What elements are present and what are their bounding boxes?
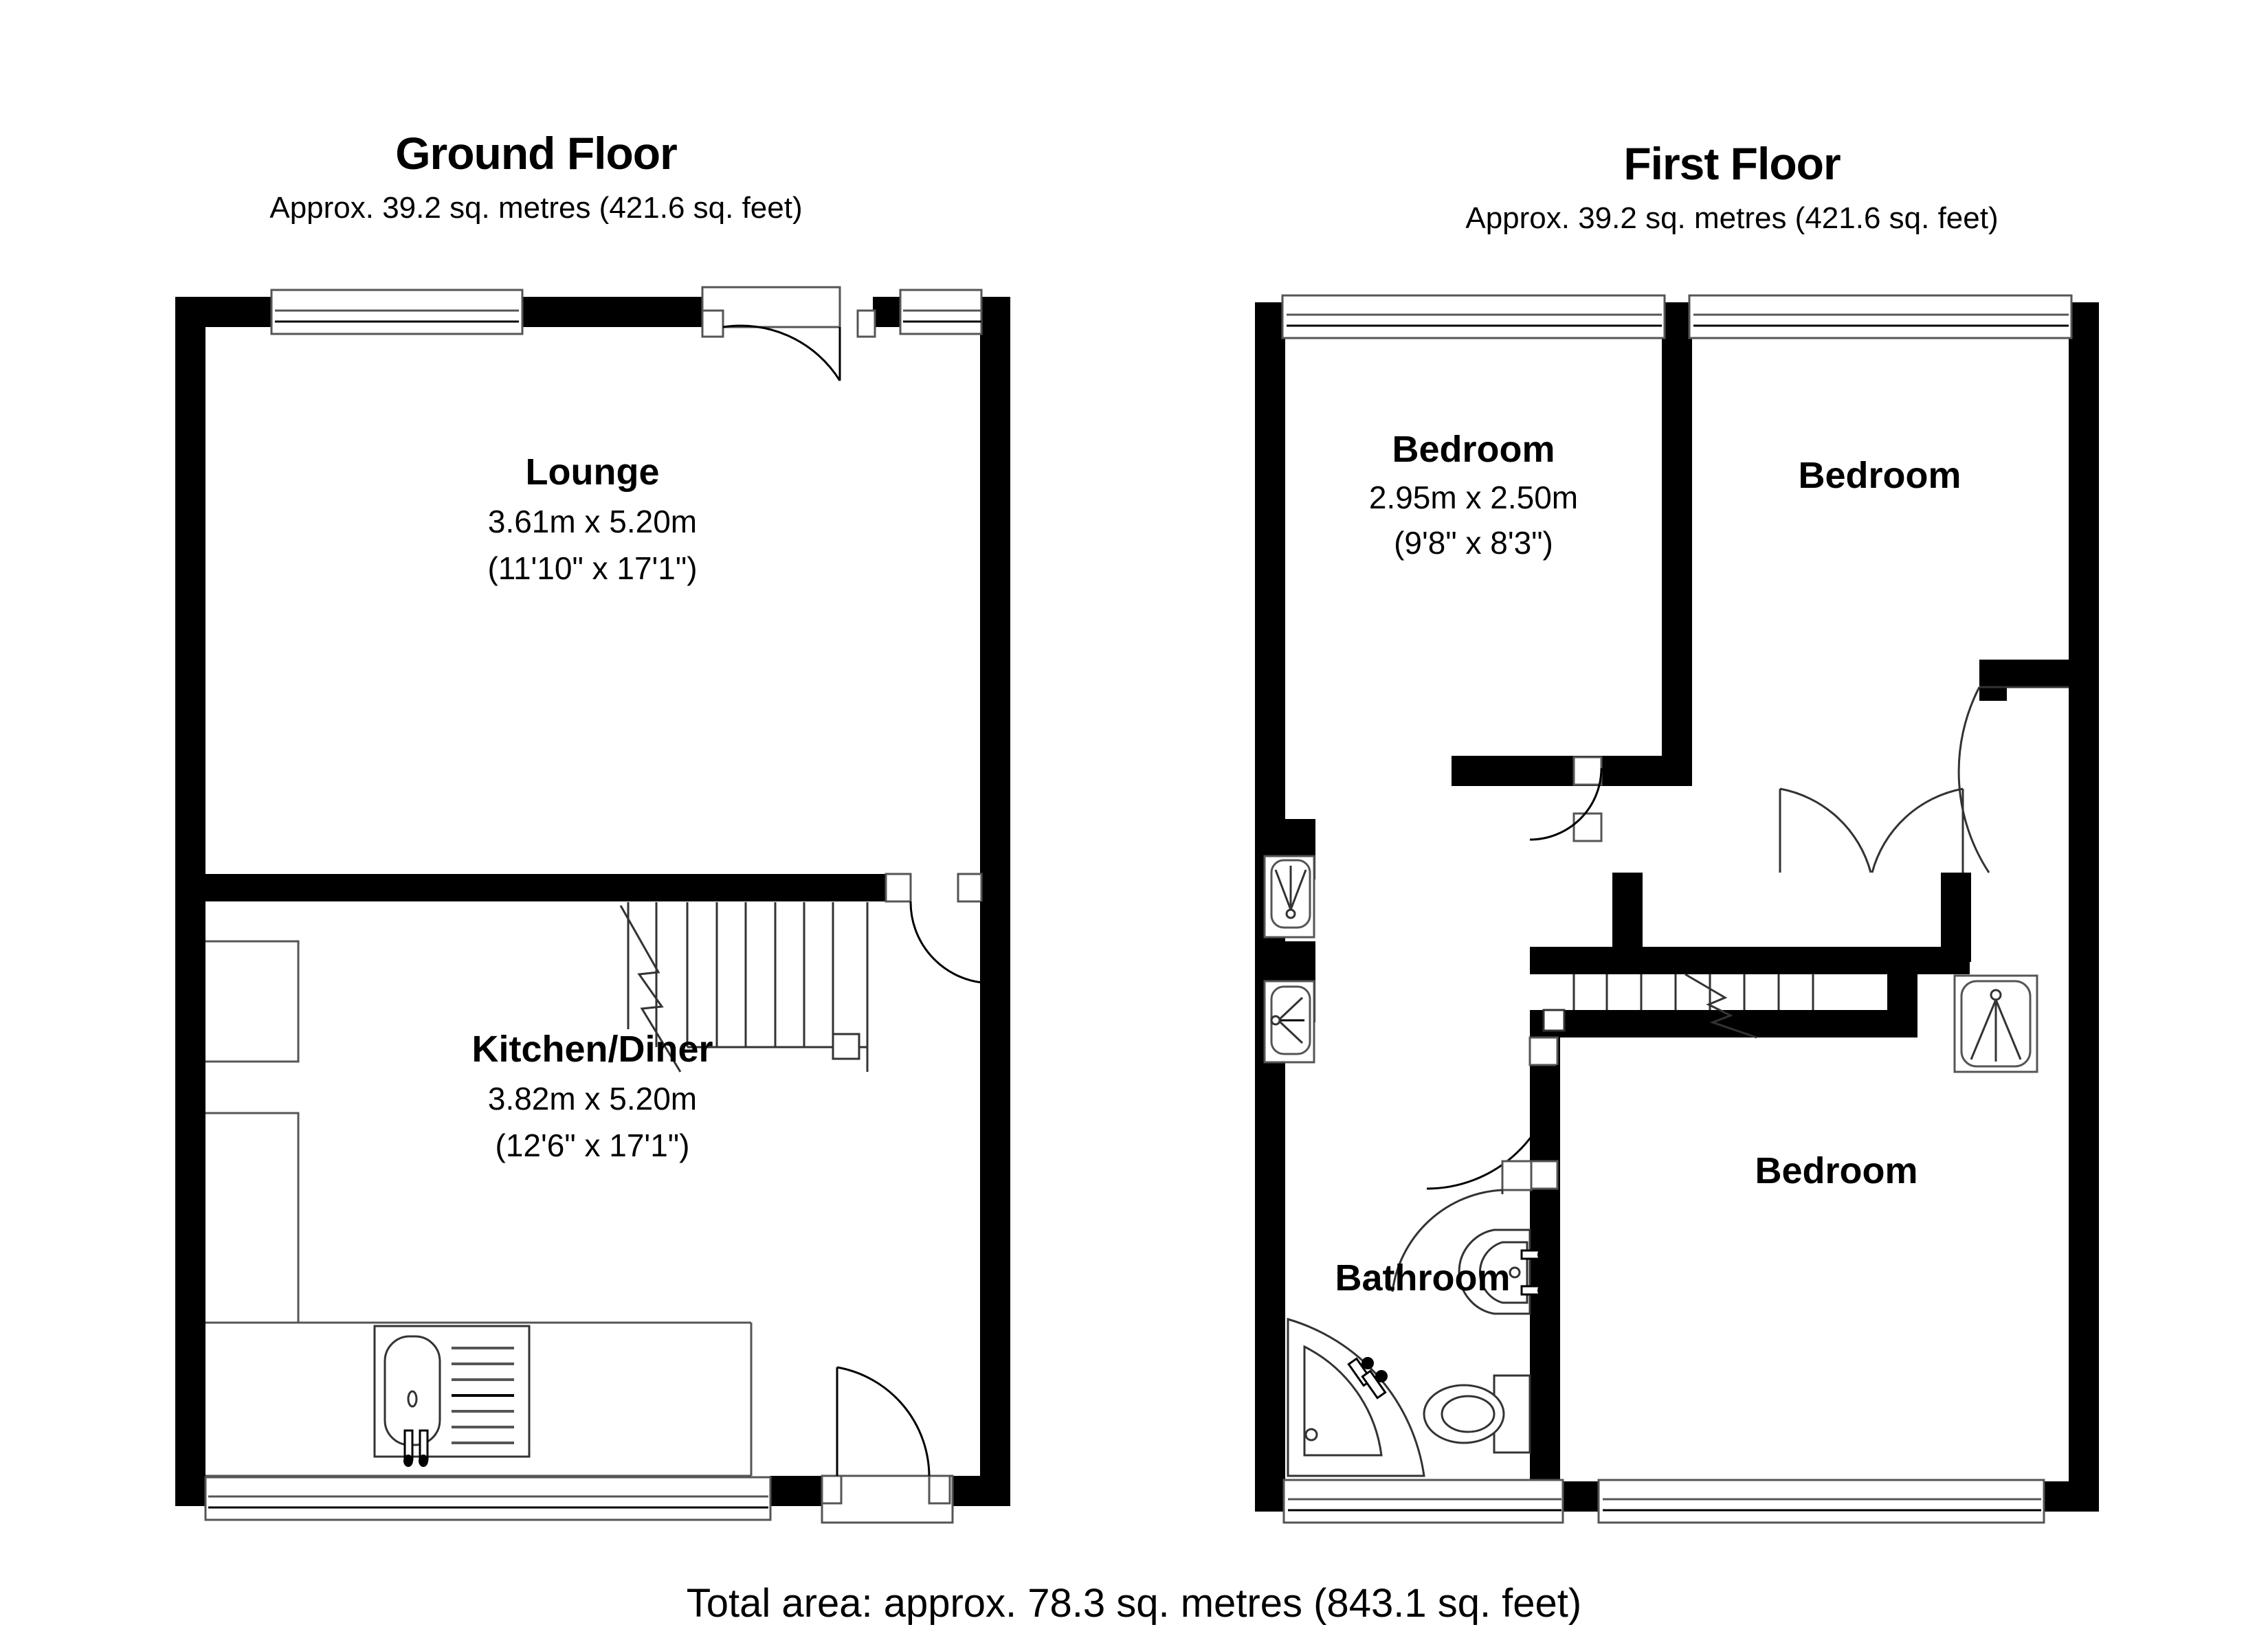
room-name-bedroom-2: Bedroom <box>1798 455 1961 496</box>
door-ground-kitchen[interactable] <box>885 873 983 989</box>
corner-bath-symbol <box>1287 1318 1425 1477</box>
ground-floor-area: Approx. 39.2 sq. metres (421.6 sq. feet) <box>269 191 803 225</box>
room-dim-kitchen-metric: 3.82m x 5.20m <box>488 1081 697 1117</box>
ground-floor-title: Ground Floor <box>395 128 678 179</box>
window-symbol-right <box>1953 974 2038 1073</box>
toilet-symbol <box>1423 1374 1531 1454</box>
window-ground-kitchen-bottom <box>204 1476 772 1521</box>
room-dim-bedroom-1-metric: 2.95m x 2.50m <box>1369 480 1578 515</box>
door-first-bedroom1[interactable] <box>1529 756 1603 842</box>
room-dim-kitchen-imperial: (12'6" x 17'1") <box>496 1128 690 1163</box>
window-symbol-lower-left <box>1263 980 1315 1064</box>
window-first-bathroom-bottom <box>1282 1479 1564 1524</box>
label-kitchen-diner: Kitchen/Diner 3.82m x 5.20m (12'6" x 17'… <box>471 1029 713 1163</box>
kitchen-units-outline <box>205 940 753 1477</box>
label-bedroom-1: Bedroom 2.95m x 2.50m (9'8" x 8'3") <box>1369 429 1578 561</box>
room-name-kitchen: Kitchen/Diner <box>471 1029 713 1070</box>
room-name-lounge: Lounge <box>526 451 660 493</box>
total-area-text: Total area: approx. 78.3 sq. metres (843… <box>686 1581 1582 1626</box>
ground-floor-plan: Lounge 3.61m x 5.20m (11'10" x 17'1") Ki… <box>175 286 1010 1524</box>
room-dim-lounge-metric: 3.61m x 5.20m <box>488 504 697 539</box>
room-dim-bedroom-1-imperial: (9'8" x 8'3") <box>1394 525 1553 561</box>
window-first-bedroom2-top <box>1688 294 2073 339</box>
door-first-cupboard-right[interactable] <box>1871 787 1964 873</box>
window-ground-lounge-top <box>270 289 524 335</box>
first-floor-area: Approx. 39.2 sq. metres (421.6 sq. feet) <box>1465 201 1999 235</box>
window-ground-hall-top <box>899 289 983 335</box>
back-door-ground[interactable] <box>821 1366 954 1524</box>
room-name-bathroom: Bathroom <box>1335 1257 1511 1299</box>
ground-walls <box>175 297 1010 1506</box>
kitchen-sink-symbol <box>373 1325 531 1467</box>
door-first-bedroom3[interactable] <box>1426 1036 1559 1190</box>
window-first-bedroom1-top <box>1281 294 1666 339</box>
label-lounge: Lounge 3.61m x 5.20m (11'10" x 17'1") <box>487 451 697 586</box>
label-bedroom-3: Bedroom <box>1755 1150 1917 1191</box>
wash-basin-symbol <box>1458 1229 1550 1315</box>
window-symbol-upper-left <box>1263 855 1315 939</box>
staircase-ground <box>619 902 869 1073</box>
staircase-first <box>1542 973 1814 1039</box>
label-bathroom: Bathroom <box>1335 1257 1511 1299</box>
label-bedroom-2: Bedroom <box>1798 455 1961 496</box>
room-dim-lounge-imperial: (11'10" x 17'1") <box>487 550 697 586</box>
front-door-ground[interactable] <box>701 286 876 381</box>
first-floor-plan: Bedroom 2.95m x 2.50m (9'8" x 8'3") Bedr… <box>1255 294 2099 1524</box>
first-walls <box>1255 302 2099 1512</box>
door-first-cupboard-left[interactable] <box>1779 787 1872 873</box>
room-name-bedroom-3: Bedroom <box>1755 1150 1917 1191</box>
room-name-bedroom-1: Bedroom <box>1392 429 1555 470</box>
door-first-cupboard-upper-right[interactable] <box>1957 686 2069 873</box>
window-first-bedroom3-bottom <box>1597 1479 2045 1524</box>
door-first-bathroom[interactable] <box>1391 1160 1533 1292</box>
first-floor-title: First Floor <box>1623 138 1841 189</box>
